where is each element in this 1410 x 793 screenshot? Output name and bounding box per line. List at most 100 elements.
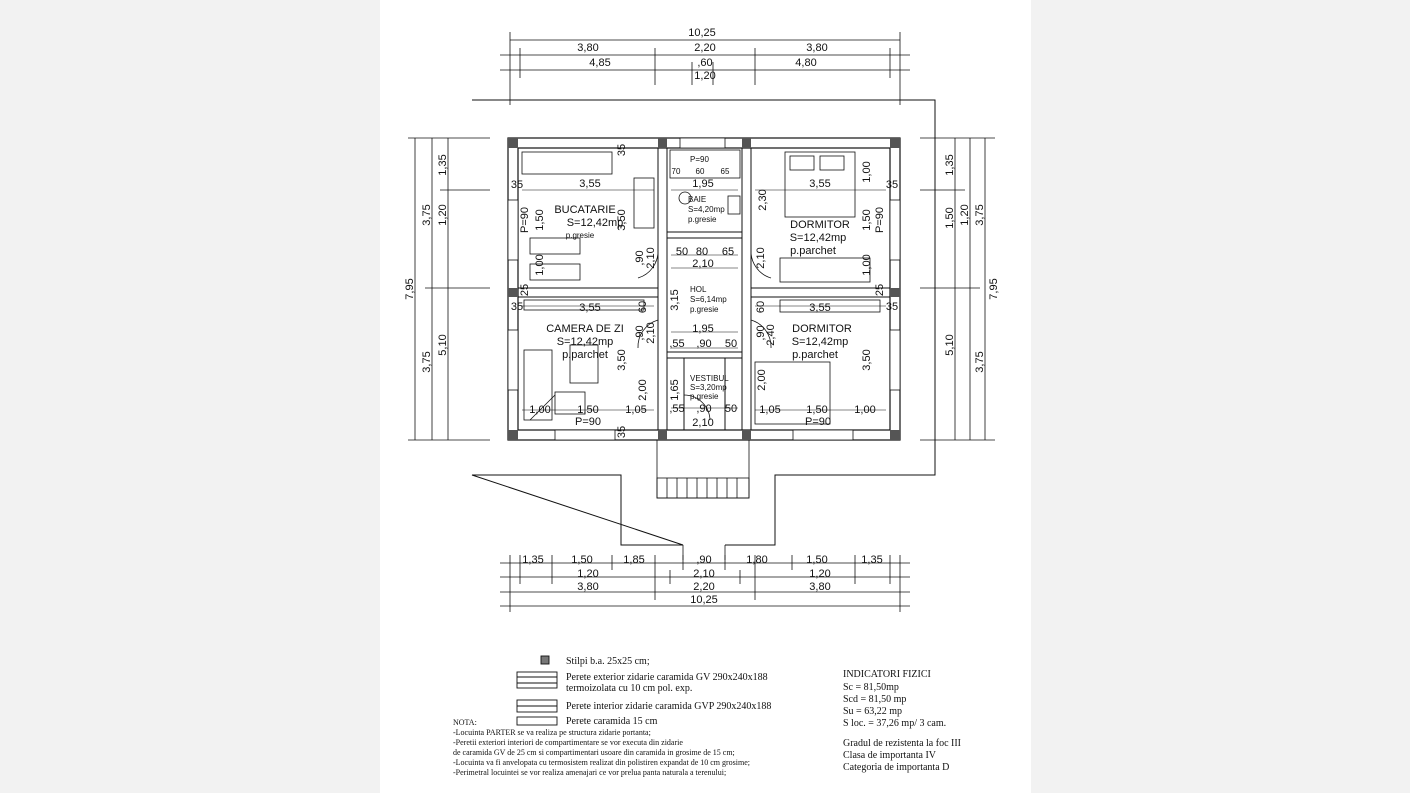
dim-bottom-4: ,90 <box>696 554 711 566</box>
dim-bottom-10: 1,20 <box>809 568 830 580</box>
dim-right-total: 7,95 <box>988 278 1000 299</box>
dim-kitchen-h: 3,50 <box>616 209 628 230</box>
dim-wall-35a: 35 <box>616 144 628 156</box>
dim-bed2-240: 2,40 <box>765 324 777 345</box>
dim-living-p90: P=90 <box>575 416 601 428</box>
room-vestibule-floor: p.gresie <box>690 392 719 401</box>
dim-hall-v1: 2,10 <box>692 258 713 270</box>
dim-living-w: 3,55 <box>579 302 600 314</box>
dim-bath-p90: P=90 <box>690 155 709 164</box>
dim-right-a: 3,75 <box>974 204 986 225</box>
legend <box>516 655 558 726</box>
dim-bed2-100: 1,00 <box>854 404 875 416</box>
legend-ext-wall-swatch <box>516 671 558 689</box>
dim-hall-65: 65 <box>722 246 734 258</box>
room-living-name: CAMERA DE ZI <box>546 323 624 335</box>
room-bed2-floor: p.parchet <box>792 349 838 361</box>
floor-plan: 10,25 3,80 2,20 3,80 4,85 ,60 4,80 1,20 <box>404 27 1000 777</box>
dim-right-f: 1,50 <box>944 207 956 228</box>
note-title: NOTA: <box>453 718 477 727</box>
room-bath-floor: p.gresie <box>688 215 717 224</box>
legend-ext-wall-2: termoizolata cu 10 cm pol. exp. <box>566 683 692 694</box>
room-kitchen-floor: p.gresie <box>566 231 595 240</box>
drawing-sheet: 10,25 3,80 2,20 3,80 4,85 ,60 4,80 1,20 <box>380 0 1031 793</box>
dim-bath-70: 70 <box>672 167 681 176</box>
dim-right-b: 3,75 <box>974 351 986 372</box>
dim-left-total: 7,95 <box>404 278 416 299</box>
dim-left-b: 3,75 <box>421 351 433 372</box>
dim-wall-35d: 35 <box>511 301 523 313</box>
room-bed1-floor: p.parchet <box>790 245 836 257</box>
dim-bottom-3: 1,85 <box>623 554 644 566</box>
dim-left-a: 3,75 <box>421 204 433 225</box>
left-dimensions <box>408 137 490 441</box>
room-kitchen-name: BUCATARIE <box>554 204 615 216</box>
dim-bottom-13: 3,80 <box>809 581 830 593</box>
right-dimensions <box>920 137 995 441</box>
room-bath-name: BAIE <box>688 195 706 204</box>
dim-bottom-5: 1,80 <box>746 554 767 566</box>
dim-right-e: 5,10 <box>944 334 956 355</box>
dim-vest-90b: ,90 <box>696 403 711 415</box>
dim-vest-55b: ,55 <box>669 403 684 415</box>
terrace-outline <box>471 99 936 546</box>
room-bed2-area: S=12,42mp <box>792 336 849 348</box>
dim-bed2-p90: P=90 <box>805 416 831 428</box>
dim-living-h: 3,50 <box>616 349 628 370</box>
dim-vest-50b: 50 <box>725 403 737 415</box>
dim-kitchen-150: 1,50 <box>534 209 546 230</box>
dim-hall-w: 1,95 <box>692 323 713 335</box>
indicator-category: Categoria de importanta D <box>843 762 949 773</box>
dim-hall-210b: 2,10 <box>645 322 657 343</box>
dim-top-5: ,60 <box>697 57 712 69</box>
dim-top-2: 2,20 <box>694 42 715 54</box>
dim-bottom-1: 1,35 <box>522 554 543 566</box>
dim-bed2-150: 1,50 <box>806 404 827 416</box>
dim-bottom-total: 10,25 <box>690 594 718 606</box>
dim-bed1-150: 1,50 <box>861 209 873 230</box>
dim-bed1-100b: 1,00 <box>861 161 873 182</box>
dim-bottom-9: 2,10 <box>693 568 714 580</box>
legend-column-swatch <box>540 655 550 665</box>
dim-top-total: 10,25 <box>688 27 716 39</box>
dim-vest-50: 50 <box>725 338 737 350</box>
note-line-4: -Locuinta va fi anvelopata cu termosiste… <box>453 758 750 767</box>
dim-door-90c: ,90 <box>755 325 767 340</box>
top-dimensions <box>500 32 910 105</box>
dim-bath-w: 1,95 <box>692 178 713 190</box>
dim-right-c: 1,35 <box>944 154 956 175</box>
dim-wall-35f: 35 <box>886 301 898 313</box>
interior-walls <box>518 148 890 430</box>
note-line-5: -Perimetral locuintei se vor realiza ame… <box>453 768 726 777</box>
dim-door-90b: ,90 <box>634 325 646 340</box>
dim-hall-h: 3,15 <box>669 289 681 310</box>
note-line-3: de caramida GV de 25 cm si compartimenta… <box>453 748 735 757</box>
room-hall-name: HOL <box>690 285 707 294</box>
dim-bottom-7: 1,35 <box>861 554 882 566</box>
dim-top-4: 4,85 <box>589 57 610 69</box>
dim-left-e: 5,10 <box>437 334 449 355</box>
dim-bed1-100: 1,00 <box>861 254 873 275</box>
dim-top-1: 3,80 <box>577 42 598 54</box>
dim-wall-60a: 60 <box>637 301 649 313</box>
dim-left-c: 1,35 <box>437 154 449 175</box>
dim-right-d: 1,20 <box>959 204 971 225</box>
columns <box>508 138 900 440</box>
dim-hall-v2: 2,10 <box>692 417 713 429</box>
windows <box>507 137 901 441</box>
dim-bottom-8: 1,20 <box>577 568 598 580</box>
dim-door-90a: ,90 <box>634 250 646 265</box>
indicator-su: Su = 63,22 mp <box>843 706 902 717</box>
dim-living-100: 1,00 <box>529 404 550 416</box>
indicator-scd: Scd = 81,50 mp <box>843 694 906 705</box>
dim-hall-210a: 2,10 <box>645 247 657 268</box>
legend-15cm-wall-swatch <box>516 716 558 726</box>
dim-vest-55: ,55 <box>669 338 684 350</box>
dim-vest-90: ,90 <box>696 338 711 350</box>
dim-bottom-6: 1,50 <box>806 554 827 566</box>
dim-bath-h: 2,30 <box>757 189 769 210</box>
dim-hall-80: 80 <box>696 246 708 258</box>
dim-hall-210c: 2,10 <box>755 247 767 268</box>
dim-wall-35c: 35 <box>511 179 523 191</box>
note-line-2: -Peretii exteriori interiori de comparti… <box>453 738 683 747</box>
